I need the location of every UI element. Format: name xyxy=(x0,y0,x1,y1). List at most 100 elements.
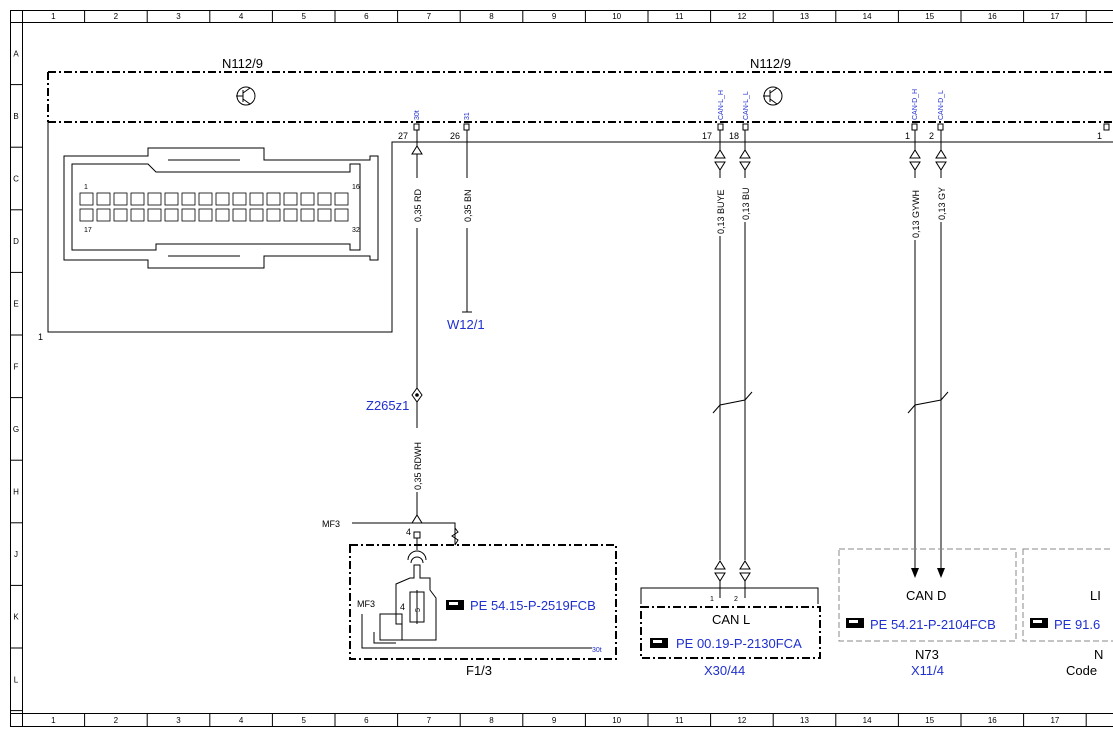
ruler-column-label: 2 xyxy=(114,12,119,21)
connector-cavity xyxy=(334,192,349,206)
connector-outline xyxy=(47,122,1113,333)
ruler-column-label: 15 xyxy=(925,716,934,725)
ruler-column-label: 14 xyxy=(863,12,872,21)
fuse-terminal-30t: 30t xyxy=(592,647,602,654)
fuse-ref-link[interactable]: PE 54.15-P-2519FCB xyxy=(470,598,596,613)
connector-symbols xyxy=(411,145,947,582)
hand-pointer-icon xyxy=(650,638,668,648)
connector-cavity xyxy=(79,192,94,206)
connector-cavity xyxy=(181,192,196,206)
ruler-row-label: E xyxy=(13,300,18,309)
ruler-column-label: 9 xyxy=(552,12,557,21)
connector-cavity xyxy=(334,208,349,222)
can-l-pin-2: 2 xyxy=(734,596,738,603)
extra-sub: Code xyxy=(1066,663,1097,678)
ruler-column-label: 3 xyxy=(176,716,181,725)
can-l-box xyxy=(640,606,821,659)
connector-cavity xyxy=(300,208,315,222)
can-d-box xyxy=(838,548,1113,642)
ruler-column-label: 12 xyxy=(737,12,746,21)
connector-cavity xyxy=(79,208,94,222)
ruler-column-label: 11 xyxy=(675,716,684,725)
ruler-column-label: 7 xyxy=(427,716,432,725)
connector-cavity xyxy=(232,208,247,222)
ruler-row-label: H xyxy=(13,488,19,497)
splice-link[interactable]: Z265z1 xyxy=(366,398,409,413)
extra-label: LI xyxy=(1090,588,1101,603)
connector-cavity xyxy=(232,192,247,206)
can-d-name: N73 xyxy=(915,647,939,662)
fuse-icon xyxy=(361,538,592,649)
connector-cavity xyxy=(215,208,230,222)
wire-label-d1: 0,13 GYWH xyxy=(911,190,921,238)
ruler-column-label: 8 xyxy=(489,12,494,21)
connector-cavity xyxy=(113,208,128,222)
hand-pointer-icon xyxy=(446,600,464,610)
connector-cavity xyxy=(300,192,315,206)
ruler-column-label: 11 xyxy=(675,12,684,21)
connector-cavity xyxy=(130,192,145,206)
ruler-column-label: 2 xyxy=(114,716,119,725)
ruler-column-label: 15 xyxy=(925,12,934,21)
connector-cavity xyxy=(215,192,230,206)
ruler-row-label: C xyxy=(13,175,19,184)
ruler-column-label: 10 xyxy=(612,12,621,21)
module-name-left: N112/9 xyxy=(222,56,263,71)
ruler-column-label: 6 xyxy=(364,716,369,725)
pin-17: 17 xyxy=(702,131,712,141)
ruler-row-label: G xyxy=(13,425,19,434)
signal-31: 31 xyxy=(464,112,471,120)
pin-terminals xyxy=(413,123,1110,131)
connector-cavity xyxy=(198,208,213,222)
wires xyxy=(352,130,949,604)
ruler-column-label: 4 xyxy=(239,12,244,21)
ruler-column-label: 17 xyxy=(1050,716,1059,725)
can-d-ref-link[interactable]: PE 54.21-P-2104FCB xyxy=(870,617,996,632)
ruler-row-label: D xyxy=(13,237,19,246)
connector-cavity xyxy=(113,192,128,206)
ruler-row-label: F xyxy=(14,362,19,371)
wire-label-rdwh: 0,35 RDWH xyxy=(413,442,423,490)
connector-cavity xyxy=(181,208,196,222)
fuse-pin-inner: 4 xyxy=(400,602,405,612)
transistor-icon xyxy=(236,86,256,106)
control-unit-box xyxy=(47,71,1113,123)
ruler-column-label: 16 xyxy=(988,12,997,21)
fuse-pin-label: 4 xyxy=(406,527,411,537)
can-l-ref-link[interactable]: PE 00.19-P-2130FCA xyxy=(676,636,802,651)
ruler-row-label: B xyxy=(13,112,18,121)
can-l-name-link[interactable]: X30/44 xyxy=(704,663,745,678)
connector-pin-1: 1 xyxy=(84,184,88,191)
signal-can-d-h: CAN-D_H xyxy=(912,89,919,120)
extra-ref-link[interactable]: PE 91.6 xyxy=(1054,617,1100,632)
connector-label: 1 xyxy=(38,332,43,342)
pin-d2: 2 xyxy=(929,131,934,141)
connector-cavity xyxy=(266,192,281,206)
connector-cavity xyxy=(249,192,264,206)
fuse-name: F1/3 xyxy=(466,663,492,678)
drawing-frame xyxy=(10,10,1113,727)
ground-link[interactable]: W12/1 xyxy=(447,317,485,332)
connector-cavity xyxy=(96,208,111,222)
fuse-pin-terminal xyxy=(413,531,421,539)
mf3-top-label: MF3 xyxy=(322,519,340,529)
fuse-box xyxy=(349,544,617,660)
connector-cavity xyxy=(283,192,298,206)
pin-26: 26 xyxy=(450,131,460,141)
can-l-pin-1: 1 xyxy=(710,596,714,603)
ruler-column-label: 10 xyxy=(612,716,621,725)
connector-pin-17: 17 xyxy=(84,227,92,234)
ruler-column-label: 13 xyxy=(800,12,809,21)
signal-30t: 30t xyxy=(414,110,421,120)
connector-cavity xyxy=(147,208,162,222)
ruler-row-label: J xyxy=(14,550,18,559)
ruler-column-label: 9 xyxy=(552,716,557,725)
connector-pin-32: 32 xyxy=(352,227,360,234)
ruler-row-label: K xyxy=(13,613,19,622)
ruler-column-label: 14 xyxy=(863,716,872,725)
connector-cavity xyxy=(317,208,332,222)
can-d-sub-link[interactable]: X11/4 xyxy=(911,663,944,678)
